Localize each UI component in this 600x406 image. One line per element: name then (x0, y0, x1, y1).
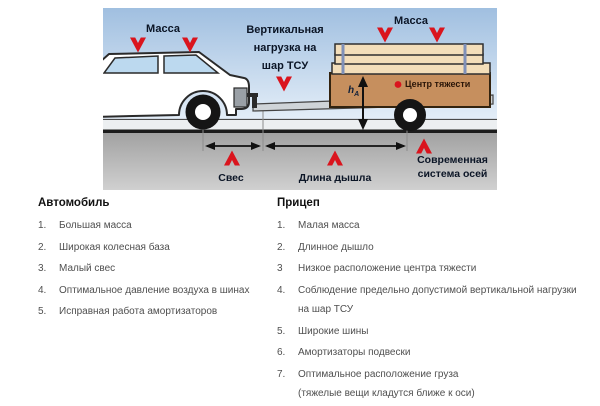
car-window-front (103, 55, 159, 74)
drawbar-arrow-left-head (265, 142, 275, 150)
tow-hitch-post (252, 96, 257, 108)
item-text: Оптимальное расположение груза (тяжелые … (298, 368, 475, 400)
height-arrow-head-bottom (358, 119, 368, 130)
item-number: 2. (277, 241, 286, 253)
item-text: Соблюдение предельно допустимой вертикал… (298, 284, 577, 316)
item-text: Широкие шины (298, 325, 369, 337)
mass-arrow-trailer-1 (377, 27, 393, 43)
tow-diagram: Масса Масса Вертикальная нагрузка на шар… (103, 8, 497, 190)
mass-label-trailer: Масса (394, 15, 428, 27)
vertical-load-arrow (276, 76, 292, 92)
car-list-title: Автомобиль (38, 197, 110, 209)
item-number: 7. (277, 368, 286, 380)
item-number: 3 (277, 263, 283, 274)
item-number: 4. (277, 284, 286, 296)
axle-height-label: hA (348, 85, 359, 98)
tow-hitch-bar (247, 93, 258, 97)
item-number: 6. (277, 347, 286, 358)
item-number: 3. (38, 263, 47, 274)
item-text: Низкое расположение центра тяжести (298, 263, 477, 274)
mass-label-car: Масса (146, 23, 180, 35)
list-item: 6. Амортизаторы подвески (277, 343, 582, 363)
mass-arrow-car-2 (182, 37, 198, 53)
axle-height-subscript: A (354, 91, 360, 98)
item-number: 4. (38, 284, 47, 296)
list-item: 3. Малый свес (38, 259, 270, 279)
axle-system-label: Современная система осей (417, 154, 488, 180)
item-text: Амортизаторы подвески (298, 347, 411, 358)
item-text: Малый свес (59, 263, 116, 274)
list-item: 4. Соблюдение предельно допустимой верти… (277, 281, 582, 320)
car-list: Автомобиль 1. Большая масса 2. Широкая к… (38, 197, 270, 324)
drawbar-arrow-right-head (396, 142, 406, 150)
axle-pointer-arrow (416, 138, 432, 154)
item-text: Оптимальное давление воздуха в шинах (59, 284, 250, 296)
list-item: 4. Оптимальное давление воздуха в шинах (38, 281, 270, 301)
trailer-list-title: Прицеп (277, 197, 320, 209)
drawbar-length-label: Длина дышла (298, 172, 372, 184)
mass-arrow-trailer-2 (429, 27, 445, 43)
road-edge-line (103, 129, 497, 133)
overhang-arrow-right-head (251, 142, 261, 150)
list-item: 5. Широкие шины (277, 322, 582, 342)
tow-diagram-illustration (103, 8, 497, 190)
cargo-plank-top (334, 43, 484, 56)
car-window-rear (163, 54, 221, 74)
overhang-pointer-arrow (224, 150, 240, 166)
item-text: Широкая колесная база (59, 241, 170, 253)
item-number: 1. (38, 220, 47, 231)
axle-height-symbol: h (348, 85, 355, 96)
road-surface (103, 133, 497, 190)
list-item: 3 Низкое расположение центра тяжести (277, 259, 582, 279)
list-item: 2. Широкая колесная база (38, 238, 270, 258)
center-of-gravity-dot (394, 81, 402, 88)
car-wheel-hub (195, 104, 211, 120)
item-text: Большая масса (59, 220, 132, 231)
trailer-list: Прицеп 1. Малая масса 2. Длинное дышло 3… (277, 197, 582, 406)
overhang-label: Свес (218, 172, 244, 184)
list-item: 5. Исправная работа амортизаторов (38, 302, 270, 322)
center-of-gravity-label: Центр тяжести (405, 79, 471, 89)
item-text: Малая масса (298, 220, 360, 231)
item-number: 2. (38, 241, 47, 253)
list-item: 1. Малая масса (277, 216, 582, 236)
list-item: 1. Большая масса (38, 216, 270, 236)
overhang-arrow-left-head (205, 142, 215, 150)
car-rear-bumper (233, 87, 248, 108)
item-number: 5. (277, 325, 286, 337)
trailer-wheel-hub (403, 108, 417, 122)
drawbar-pointer-arrow (327, 150, 343, 166)
mass-arrow-car-1 (130, 37, 146, 53)
item-text: Длинное дышло (298, 241, 374, 253)
item-number: 5. (38, 306, 47, 317)
vertical-load-label: Вертикальная нагрузка на шар ТСУ (246, 24, 324, 72)
height-arrow-head-top (358, 76, 368, 87)
item-number: 1. (277, 220, 286, 231)
list-item: 7. Оптимальное расположение груза (тяжел… (277, 365, 582, 404)
item-text: Исправная работа амортизаторов (59, 306, 218, 317)
road-shoulder (103, 120, 497, 130)
list-item: 2. Длинное дышло (277, 238, 582, 258)
